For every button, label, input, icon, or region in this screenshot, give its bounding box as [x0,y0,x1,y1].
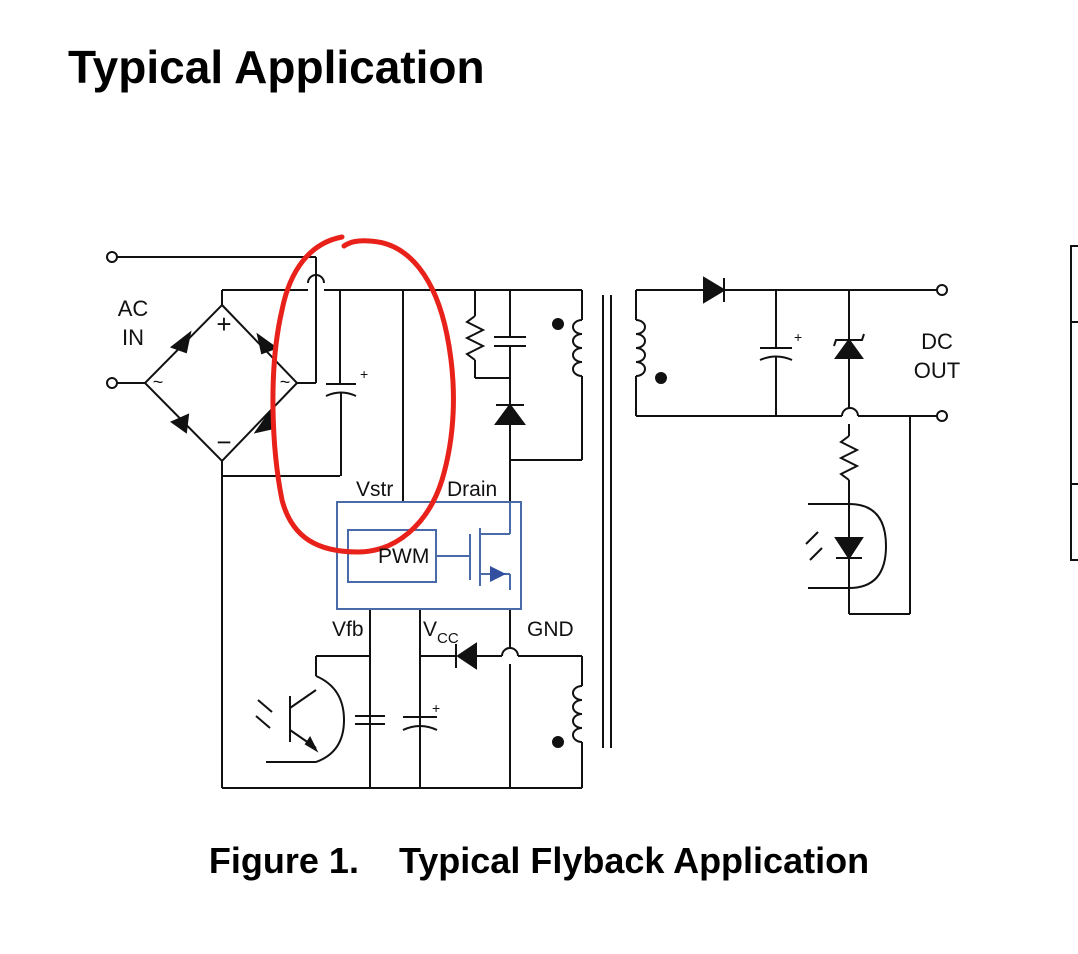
page-title: Typical Application [68,41,485,93]
gnd-label: GND [527,618,574,641]
ac-terminal-bottom [106,377,118,389]
vcc-label: V [423,618,437,641]
bridge-diode-2 [256,332,279,355]
figure-number: Figure 1. [208,840,359,881]
ac-terminal-top [106,251,118,263]
dc-out-terminal-bottom [936,410,948,422]
bridge-diode-3 [169,413,190,434]
zener-diode [834,338,864,359]
dc-out-label-line2: OUT [914,358,960,383]
ac-in-label-line2: IN [122,325,144,350]
vstr-label: Vstr [356,478,393,501]
ac-in-label-line1: AC [118,296,149,321]
vcc-cap-plus: + [432,700,440,716]
figure-caption-text: Typical Flyback Application [398,840,870,881]
snubber-diode [494,403,526,425]
primary-dot [552,318,564,330]
bridge-ac-left-label: ~ [153,372,164,392]
pwm-label: PWM [378,545,429,568]
bridge-ac-right-label: ~ [280,372,291,392]
dc-out-terminal-top [936,284,948,296]
bridge-plus-label: + [216,309,231,339]
bridge-minus-label: − [216,427,231,457]
opto-led [834,537,864,560]
vcc-subscript: CC [437,630,459,647]
bulk-cap-plus: + [360,366,368,382]
drain-label: Drain [447,478,497,501]
dc-out-label-line1: DC [921,329,953,354]
out-cap-plus: + [794,329,802,345]
secondary-dot [655,372,667,384]
vfb-label: Vfb [332,618,364,641]
vcc-diode [456,642,477,670]
highlight-circle [270,234,456,555]
figure-caption: Figure 1. Typical Flyback Application [0,840,1078,882]
output-diode [703,276,726,304]
aux-dot [552,736,564,748]
bridge-diode-1 [169,330,192,354]
controller-ic [336,501,522,610]
